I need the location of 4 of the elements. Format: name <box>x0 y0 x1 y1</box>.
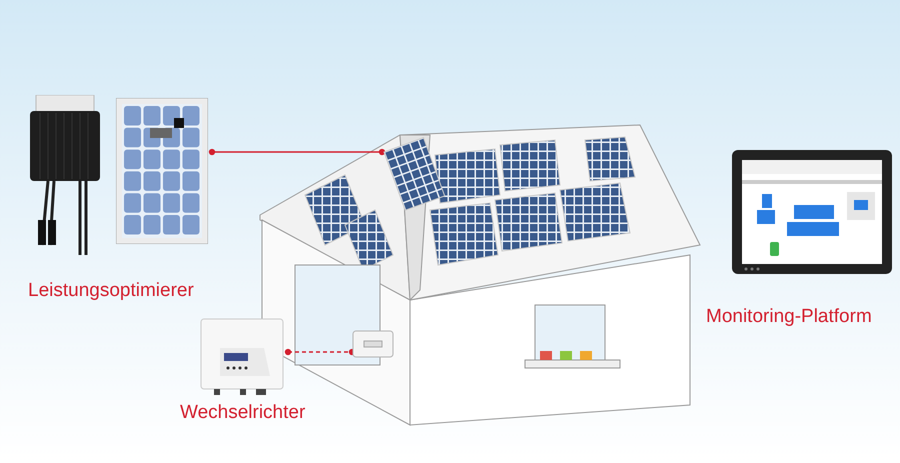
device-label: Monitoring-Platform <box>706 306 872 328</box>
connector-line <box>208 148 386 156</box>
device-label: Leistungsoptimierer <box>28 280 194 302</box>
device-label: Wechselrichter <box>180 402 306 424</box>
